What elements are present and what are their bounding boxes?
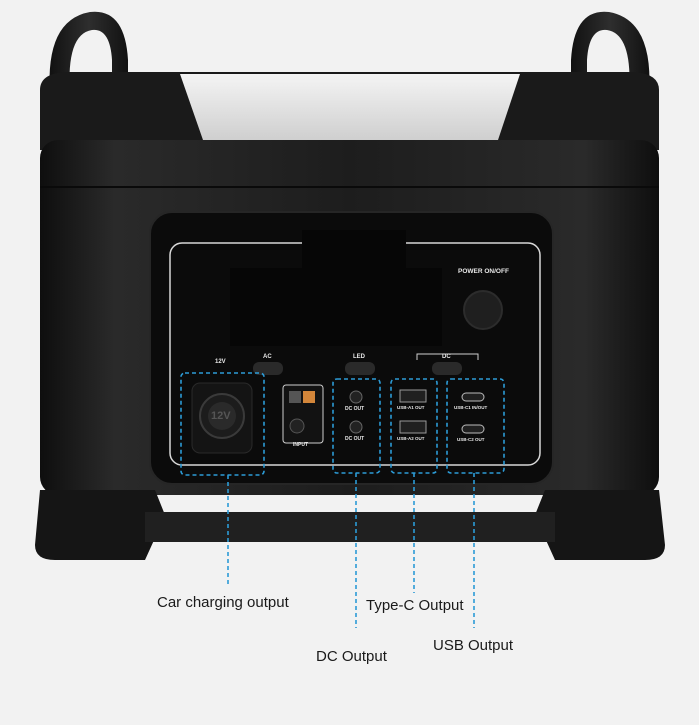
label-dc-out-2: DC OUT: [345, 436, 365, 442]
lid-window: [180, 74, 520, 140]
usb-c-highlight: [446, 378, 505, 474]
callout-type-c: Type-C Output: [366, 597, 464, 614]
callout-car-charging: Car charging output: [157, 594, 289, 611]
label-dc-out-1: DC OUT: [345, 406, 365, 412]
power-button-icon: [463, 290, 503, 330]
callout-dc-output: DC Output: [316, 648, 387, 665]
dc-port-icon: [349, 390, 363, 404]
label-usb-c2: USB-C2 OUT: [457, 437, 485, 442]
label-ac: AC: [263, 354, 272, 360]
car-socket-highlight: [180, 372, 265, 476]
label-usb-a2: USB-A2 OUT: [397, 436, 425, 441]
label-dc: DC: [442, 354, 451, 360]
display-screen: [230, 268, 442, 346]
label-input: INPUT: [293, 442, 308, 448]
callout-usb-output: USB Output: [433, 637, 514, 654]
dc-button: [432, 362, 462, 375]
label-usb-a1: USB-A1 OUT: [397, 405, 425, 410]
power-label: POWER ON/OFF: [458, 268, 509, 275]
label-12v: 12V: [215, 359, 226, 365]
label-led: LED: [353, 354, 365, 360]
ac-button: [253, 362, 283, 375]
led-button: [345, 362, 375, 375]
label-usb-c1: USB-C1 IN/OUT: [454, 405, 488, 410]
car-socket-text: 12V: [211, 410, 231, 422]
usb-c-port-icon: [461, 392, 485, 402]
usb-a-port-icon: [399, 389, 427, 403]
